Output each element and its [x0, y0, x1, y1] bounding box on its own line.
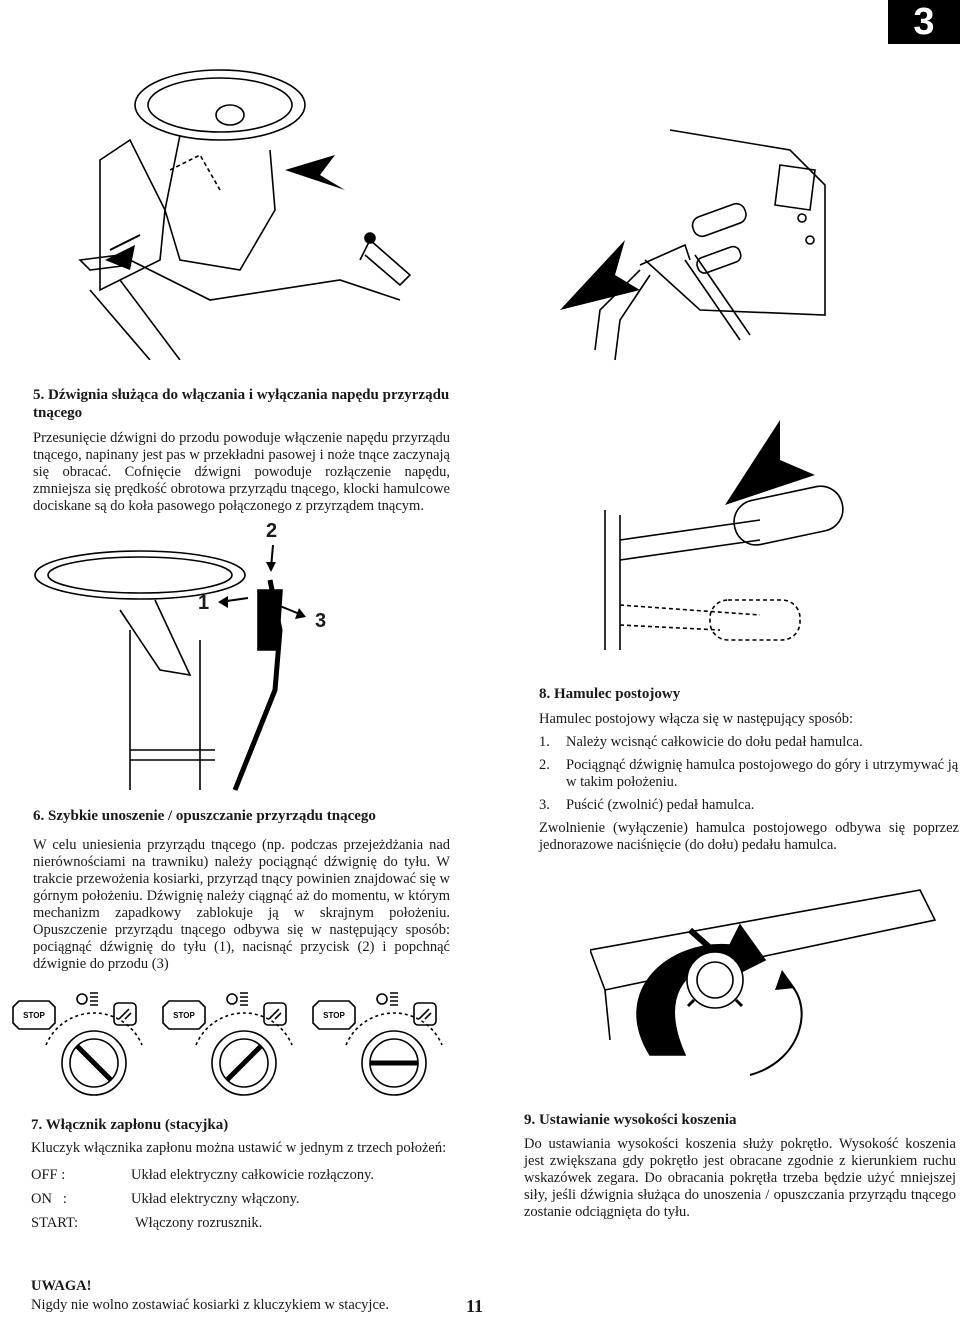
stop-sign-icon [312, 1000, 356, 1030]
stop-label: STOP [173, 1011, 195, 1020]
stop-sign-icon [12, 1000, 56, 1030]
lever-label-1: 1 [198, 592, 210, 614]
height-knob [686, 951, 744, 1009]
section-8-steps: 1. Należy wcisnąć całkowicie do dołu ped… [539, 734, 959, 814]
position-value: Układ elektryczny całkowicie rozłączony. [131, 1167, 375, 1183]
warning-text: Nigdy nie wolno zostawiać kosiarki z klu… [31, 1297, 389, 1313]
step-text: Pociągnąć dźwignię hamulca postojowego d… [566, 757, 959, 790]
brake-handle [691, 202, 747, 238]
section-5: 5. Dźwignia służąca do włączania i wyłąc… [33, 386, 450, 515]
lights-icon [376, 993, 388, 1005]
chapter-tab: 3 [888, 0, 960, 44]
pointer-arrow-left [105, 245, 135, 270]
section-9: 9. Ustawianie wysokości koszenia Do usta… [524, 1111, 956, 1221]
switch-face [361, 1030, 427, 1096]
section-7-title: 7. Włącznik zapłonu (stacyjka) [31, 1117, 229, 1133]
section-5-title: 5. Dźwignia służąca do włączania i wyłąc… [33, 387, 450, 421]
brake-arrow-icon [560, 240, 640, 310]
position-value: Układ elektryczny włączony. [131, 1191, 300, 1207]
section-5-body: Przesunięcie dźwigni do przodu powoduje … [33, 430, 450, 514]
page-number: 11 [466, 1296, 484, 1316]
step-text: Puścić (zwolnić) pedał hamulca. [566, 797, 755, 813]
section-8-intro: Hamulec postojowy włącza się w następują… [539, 711, 854, 727]
section-9-title: 9. Ustawianie wysokości koszenia [524, 1112, 737, 1128]
section-6: 6. Szybkie unoszenie / opuszczanie przyr… [33, 807, 450, 973]
figure-steering-column [70, 60, 450, 360]
stop-label: STOP [23, 1011, 45, 1020]
position-key: ON : [31, 1191, 67, 1207]
steering-wheel-side [34, 550, 246, 600]
stop-label: STOP [323, 1011, 345, 1020]
rotation-arrow-icon [636, 923, 767, 1056]
ignition-switch-off: STOP [12, 992, 143, 1096]
ignition-switch-start: STOP [312, 992, 443, 1096]
frame-plate [644, 129, 826, 316]
handle-grip [733, 485, 844, 546]
starter-icon [113, 1002, 137, 1026]
warning-block: UWAGA! Nigdy nie wolno zostawiać kosiark… [31, 1278, 451, 1314]
lever-label-2: 2 [266, 520, 278, 542]
switch-face [61, 1030, 127, 1096]
stop-sign-icon [162, 1000, 206, 1030]
figure-handle-closeup [580, 420, 960, 660]
handle-arrow-icon [725, 420, 815, 505]
position-row: START: Włączony rozrusznik. [31, 1215, 448, 1232]
figure-ignition-positions: STOP STOP STOP [10, 985, 460, 1100]
handle-frame [604, 510, 621, 650]
section-8-title: 8. Hamulec postojowy [539, 686, 681, 702]
lever-label-3: 3 [315, 610, 327, 632]
list-item: 2. Pociągnąć dźwignię hamulca postojoweg… [539, 757, 959, 791]
step-text: Należy wcisnąć całkowicie do dołu pedał … [566, 734, 863, 750]
section-8: 8. Hamulec postojowy Hamulec postojowy w… [539, 685, 959, 854]
position-key: OFF : [31, 1167, 66, 1183]
section-8-outro: Zwolnienie (wyłączenie) hamulca postojow… [539, 820, 959, 853]
step-number: 3. [539, 797, 550, 813]
section-7: 7. Włącznik zapłonu (stacyjka) Kluczyk w… [31, 1116, 448, 1232]
section-6-title: 6. Szybkie unoszenie / opuszczanie przyr… [33, 808, 376, 824]
position-key: START: [31, 1215, 79, 1231]
warning-title: UWAGA! [31, 1278, 92, 1294]
figure-brake-mechanism [560, 110, 860, 380]
dashboard-cover [164, 134, 276, 271]
list-item: 1. Należy wcisnąć całkowicie do dołu ped… [539, 734, 959, 751]
height-lever [359, 239, 412, 287]
step-number: 1. [539, 734, 550, 750]
lights-icon [76, 993, 88, 1005]
switch-face [211, 1030, 277, 1096]
list-item: 3. Puścić (zwolnić) pedał hamulca. [539, 797, 959, 814]
section-7-intro: Kluczyk włącznika zapłonu można ustawić … [31, 1140, 447, 1156]
section-9-body: Do ustawiania wysokości koszenia służy p… [524, 1136, 956, 1220]
figure-lift-lever: 1 2 3 [30, 520, 360, 800]
position-row: ON : Układ elektryczny włączony. [31, 1191, 448, 1208]
pointer-arrow-top [285, 155, 345, 190]
position-value: Włączony rozrusznik. [135, 1215, 263, 1231]
figure-height-knob [590, 880, 950, 1090]
ignition-switch-on: STOP [162, 992, 293, 1096]
lights-icon [226, 993, 238, 1005]
section-6-body: W celu uniesienia przyrządu tnącego (np.… [33, 837, 450, 972]
lever-grip [257, 589, 283, 651]
starter-icon [263, 1002, 287, 1026]
steering-wheel [134, 69, 306, 141]
starter-icon [413, 1002, 437, 1026]
deck-edge [590, 889, 937, 991]
position-row: OFF : Układ elektryczny całkowicie rozłą… [31, 1167, 448, 1184]
step-number: 2. [539, 757, 550, 773]
